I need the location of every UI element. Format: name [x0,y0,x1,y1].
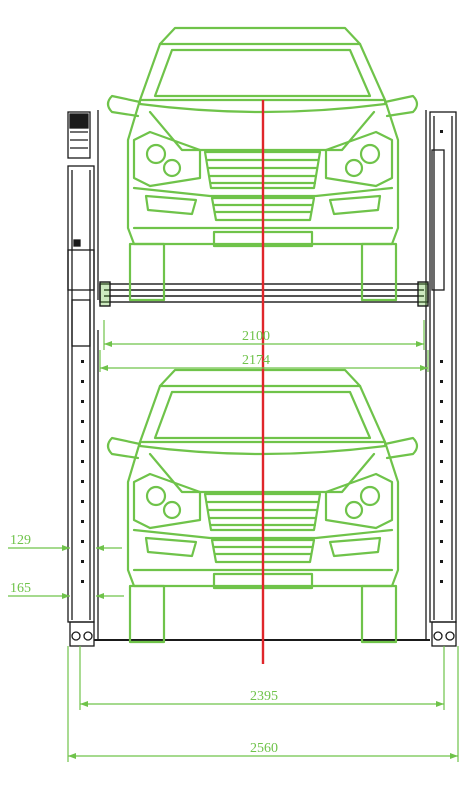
right-post [425,110,457,647]
right-post-holes [440,130,443,583]
dimension-lines [8,320,459,762]
dim-2174-label: 2174 [242,353,270,368]
dim-165-label: 165 [10,581,31,596]
left-post-holes [81,360,84,583]
dimension-labels: 2100 2174 129 165 2395 2560 [10,329,278,756]
dim-129-label: 129 [10,533,31,548]
dimension-arrows [62,341,458,759]
motor-unit [67,111,91,159]
left-post [67,110,99,647]
dim-2395-label: 2395 [250,689,278,704]
motor-cap [69,113,89,129]
dim-2560-label: 2560 [250,741,278,756]
dim-2100-label: 2100 [242,329,270,344]
